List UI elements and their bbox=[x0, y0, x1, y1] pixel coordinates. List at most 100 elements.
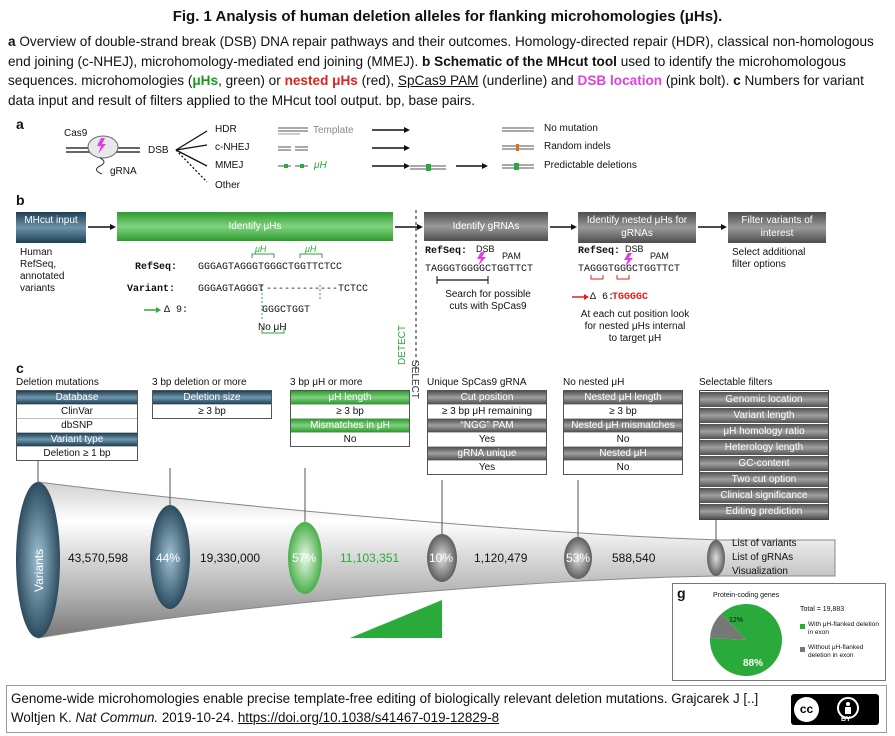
pie-total: Total = 19,883 bbox=[800, 606, 845, 613]
c-header-3bp-deletion: 3 bp deletion or more bbox=[152, 377, 247, 388]
count-unique-grna: 1,120,479 bbox=[474, 551, 528, 565]
t1-deletion-size: Deletion ≥ 1 bp bbox=[17, 446, 137, 460]
panel-g-box: g Protein-coding genes 88% 12% Total = 1… bbox=[672, 583, 886, 681]
nested-refseq-label: RefSeq: bbox=[578, 246, 621, 257]
citation-footer: Genome-wide microhomologies enable preci… bbox=[6, 685, 887, 733]
grna-pam-label: PAM bbox=[502, 251, 521, 261]
pct-no-nested: 53% bbox=[566, 551, 591, 565]
c-header-3bp-uh: 3 bp μH or more bbox=[290, 377, 363, 388]
variant-sequence-2: ------------TCTCC bbox=[266, 284, 369, 295]
step-filter-variants: Filter variants of interest bbox=[728, 212, 826, 243]
filter-gc-content: GC-content bbox=[700, 455, 828, 471]
t2-header: Deletion size bbox=[153, 391, 271, 404]
table-no-nested: Nested μH length ≥ 3 bp Nested μH mismat… bbox=[563, 390, 683, 475]
filter-uh-homology-ratio: μH homology ratio bbox=[700, 423, 828, 439]
cc-icon: cc bbox=[794, 697, 819, 722]
t3-mismatches-value: No bbox=[291, 432, 409, 446]
step-identify-uhs: Identify μHs bbox=[117, 212, 393, 241]
t4-header-cut: Cut position bbox=[428, 391, 546, 404]
detect-label: DETECT bbox=[397, 325, 408, 365]
nested-description: At each cut position look for nested μHs… bbox=[580, 309, 690, 344]
pct-3bp-deletion: 44% bbox=[156, 551, 181, 565]
template-label: Template bbox=[313, 125, 354, 136]
pie-chart bbox=[710, 604, 782, 676]
t5-length-value: ≥ 3 bp bbox=[564, 404, 682, 418]
count-deletion-mutations: 43,570,598 bbox=[68, 551, 129, 565]
pie-slice-without bbox=[710, 613, 746, 640]
legend-swatch-with bbox=[800, 624, 805, 629]
nested-sequence: TAGGGTGGGCTGGTTCT bbox=[578, 264, 681, 275]
count-no-nested: 588,540 bbox=[612, 551, 656, 565]
c-header-deletion: Deletion mutations bbox=[16, 377, 99, 388]
grna-sequence: TAGGGTGGGGCTGGTTCT bbox=[425, 264, 534, 275]
select-label: SELECT bbox=[409, 360, 420, 399]
t4-header-pam: “NGG” PAM bbox=[428, 418, 546, 432]
c-header-unique-grna: Unique SpCas9 gRNA bbox=[427, 377, 527, 388]
t5-header-length: Nested μH length bbox=[564, 391, 682, 404]
by-label: BY bbox=[841, 716, 851, 723]
table-3bp-deletion: Deletion size ≥ 3 bp bbox=[152, 390, 272, 419]
t1-dbsnp: dbSNP bbox=[17, 418, 137, 432]
dsb-label: DSB bbox=[148, 145, 169, 156]
filter-heterology-length: Heterology length bbox=[700, 439, 828, 455]
table-unique-grna: Cut position ≥ 3 bp μH remaining “NGG” P… bbox=[427, 390, 547, 475]
path-other: Other bbox=[215, 180, 241, 191]
t1-header-variant-type: Variant type bbox=[17, 432, 137, 446]
outcome-no-mutation: No mutation bbox=[544, 123, 598, 134]
legend-with: With μH-flanked deletion in exon bbox=[808, 621, 879, 636]
count-3bp-uh: 11,103,351 bbox=[340, 551, 400, 565]
figure-title: Fig. 1 Analysis of human deletion allele… bbox=[172, 8, 723, 25]
c-header-filters: Selectable filters bbox=[699, 377, 773, 388]
filter-two-cut: Two cut option bbox=[700, 471, 828, 487]
pie-label-88: 88% bbox=[743, 658, 764, 669]
panel-g-letter: g bbox=[677, 585, 686, 601]
grna-dsb-label: DSB bbox=[476, 244, 495, 254]
output-list-grnas: List of gRNAs bbox=[732, 552, 794, 563]
step-mhcut-input: MHcut input bbox=[16, 212, 86, 243]
table-selectable-filters: Genomic location Variant length μH homol… bbox=[699, 390, 829, 520]
c-header-no-nested: No nested μH bbox=[563, 377, 625, 388]
path-cnhej: c-NHEJ bbox=[215, 142, 250, 153]
output-visualization: Visualization bbox=[732, 566, 788, 577]
t4-header-unique: gRNA unique bbox=[428, 446, 546, 460]
nested-pam-label: PAM bbox=[650, 251, 669, 261]
t5-mismatches-value: No bbox=[564, 432, 682, 446]
path-hdr: HDR bbox=[215, 124, 237, 135]
attribution-icon bbox=[837, 697, 859, 719]
variant-label: Variant: bbox=[127, 284, 176, 295]
pie-label-12: 12% bbox=[729, 617, 744, 624]
delta6-sequence: TGGGGC bbox=[612, 292, 649, 303]
t4-cut-value: ≥ 3 bp μH remaining bbox=[428, 404, 546, 418]
t5-header-nested: Nested μH bbox=[564, 446, 682, 460]
filter-editing-prediction: Editing prediction bbox=[700, 503, 828, 519]
panel-a-diagram bbox=[66, 127, 534, 183]
delta6-label: Δ 6: bbox=[590, 292, 615, 303]
pct-3bp-uh: 57% bbox=[292, 551, 317, 565]
variant-sequence-1: GGGAGTAGGGT bbox=[198, 284, 265, 295]
t5-nested-value: No bbox=[564, 460, 682, 474]
cas9-label: Cas9 bbox=[64, 128, 88, 139]
cc-by-badge[interactable]: cc BY bbox=[791, 694, 879, 725]
panel-b-letter: b bbox=[16, 192, 25, 208]
nested-dsb-label: DSB bbox=[625, 244, 644, 254]
doi-link[interactable]: https://doi.org/10.1038/s41467-019-12829… bbox=[237, 710, 500, 725]
delta9-sequence: GGGCTGGT bbox=[262, 305, 311, 316]
funnel-graphic bbox=[16, 460, 836, 639]
t3-length-value: ≥ 3 bp bbox=[291, 404, 409, 418]
pie-title: Protein-coding genes bbox=[713, 592, 780, 599]
outcome-random-indels: Random indels bbox=[544, 141, 611, 152]
refseq-label: RefSeq: bbox=[135, 262, 178, 273]
table-3bp-uh: μH length ≥ 3 bp Mismatches in μH No bbox=[290, 390, 410, 447]
delta9-label: Δ 9: bbox=[164, 305, 189, 316]
input-description: Human RefSeq, annotated variants bbox=[20, 247, 65, 294]
search-description: Search for possible cuts with SpCas9 bbox=[445, 289, 531, 312]
filter-variant-length: Variant length bbox=[700, 407, 828, 423]
path-mmej: MMEJ bbox=[215, 160, 244, 171]
step-identify-nested: Identify nested μHs for gRNAs bbox=[578, 212, 696, 243]
grna-label: gRNA bbox=[110, 166, 137, 177]
no-uh-label: No μH bbox=[258, 322, 287, 333]
panel-c-letter: c bbox=[16, 360, 24, 376]
uh-label-2: μH bbox=[305, 244, 317, 254]
legend-swatch-without bbox=[800, 647, 805, 652]
count-3bp-deletion: 19,330,000 bbox=[200, 551, 261, 565]
